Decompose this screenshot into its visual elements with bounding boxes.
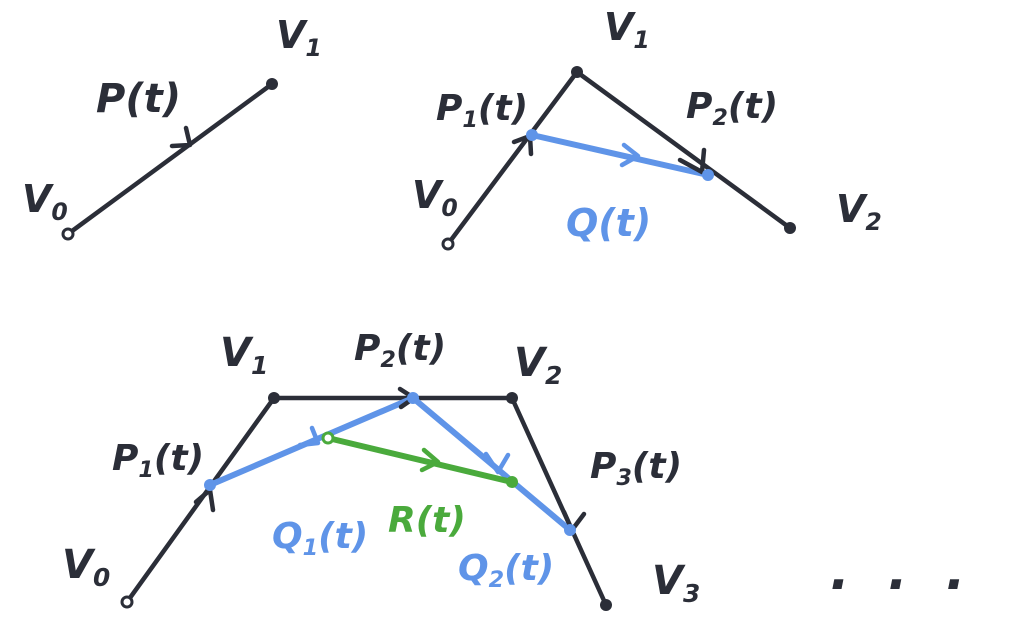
point-q1: [321, 431, 335, 445]
label-p2: P2(t): [686, 86, 778, 131]
direction-arrow-p1: [193, 487, 216, 513]
label-q2: Q2(t): [458, 548, 554, 593]
segment-v0-v1: [65, 81, 275, 237]
point-p2: [702, 169, 714, 181]
label-p1: P1(t): [436, 88, 528, 133]
point-q2: [506, 476, 518, 488]
point-p1: [204, 479, 216, 491]
vertex-v2: [506, 392, 518, 404]
label-p3: P3(t): [590, 446, 682, 491]
vertex-v0: [61, 227, 75, 241]
direction-arrow-q2: [483, 451, 511, 475]
vertex-v1: [571, 66, 583, 78]
direction-arrow-q: [619, 142, 641, 168]
direction-arrow-r: [419, 447, 441, 473]
vertex-v0: [120, 595, 134, 609]
quadratic-diagram: V0 V1 V2 P1(t) P2(t) Q(t): [412, 5, 882, 251]
vertex-v0: [441, 237, 455, 251]
vertex-v3: [600, 599, 612, 611]
label-v1: V1: [276, 13, 322, 62]
label-v1: V1: [604, 5, 650, 54]
label-v1: V1: [220, 330, 268, 380]
label-r: R(t): [388, 500, 466, 541]
label-v2: V2: [836, 187, 882, 236]
point-p2: [407, 392, 419, 404]
label-q1: Q1(t): [272, 516, 368, 561]
label-p1: P1(t): [112, 438, 204, 483]
label-v0: V0: [22, 177, 68, 226]
label-q: Q(t): [566, 201, 651, 245]
segment-q: [529, 132, 711, 178]
label-v0: V0: [62, 542, 110, 592]
ellipsis: · · ·: [828, 555, 973, 615]
point-p1: [526, 129, 538, 141]
vertex-v1: [268, 392, 280, 404]
label-v3: V3: [652, 558, 700, 608]
direction-arrow-p2: [677, 147, 707, 175]
label-v2: V2: [514, 340, 562, 390]
label-v0: V0: [412, 173, 458, 222]
point-p3: [564, 524, 576, 536]
vertex-v2: [784, 222, 796, 234]
vertex-v1: [266, 78, 278, 90]
direction-arrow: [169, 125, 193, 149]
segment-r: [325, 435, 515, 485]
cubic-diagram: V0 V1 V2 V3 P1(t) P2(t) P3(t) Q1(t) Q2(t…: [62, 328, 700, 611]
direction-arrow-q1: [297, 425, 321, 448]
linear-diagram: V0 V1 P(t): [22, 13, 322, 241]
label-p: P(t): [96, 76, 181, 122]
label-p2: P2(t): [354, 328, 446, 373]
